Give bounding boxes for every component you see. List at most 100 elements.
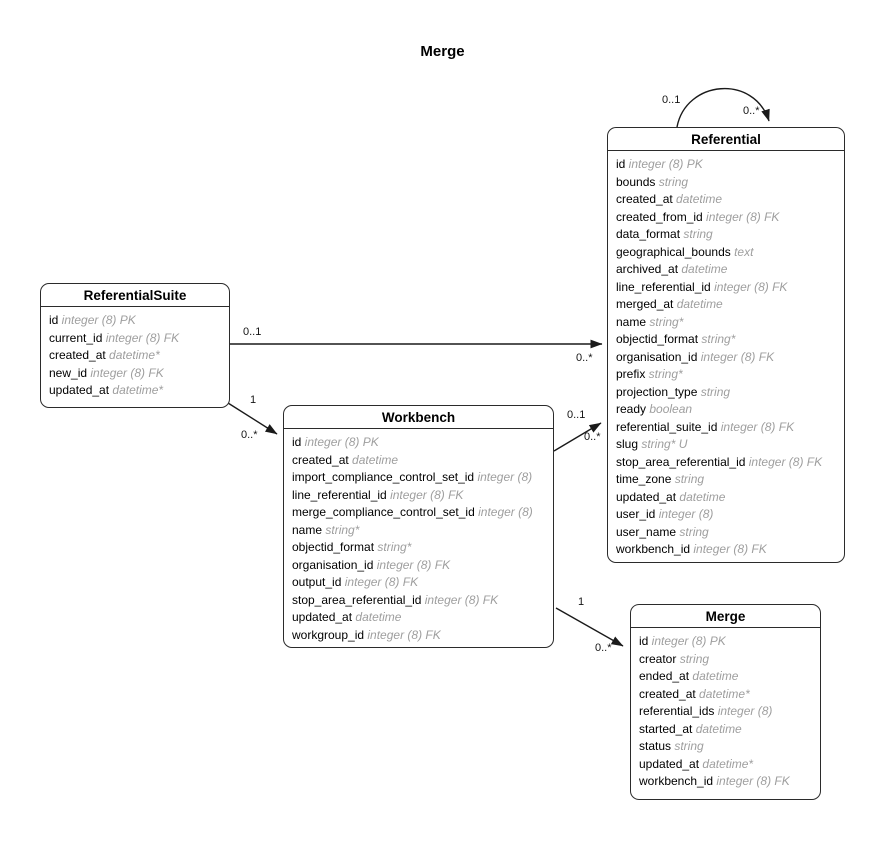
field-row: created_at datetime*	[49, 347, 221, 365]
field-row: id integer (8) PK	[292, 434, 545, 452]
field-row: organisation_id integer (8) FK	[292, 557, 545, 575]
field-type: datetime	[676, 489, 726, 504]
field-type: integer (8)	[655, 507, 714, 521]
cardinality-label: 0..1	[662, 94, 681, 106]
field-row: status string	[639, 738, 812, 756]
field-row: stop_area_referential_id integer (8) FK	[292, 592, 545, 610]
field-row: referential_ids integer (8)	[639, 703, 812, 721]
field-type: datetime*	[109, 383, 164, 397]
field-type: datetime*	[695, 686, 750, 701]
field-type: string*	[374, 540, 412, 554]
field-name: created_at	[292, 452, 349, 467]
field-name: referential_suite_id	[616, 419, 718, 434]
field-row: output_id integer (8) FK	[292, 574, 545, 592]
cardinality-label: 0..*	[595, 642, 612, 654]
field-row: projection_type string	[616, 384, 836, 402]
field-name: user_name	[616, 524, 677, 539]
field-name: ready	[616, 402, 647, 416]
field-name: id	[292, 435, 302, 449]
field-row: referential_suite_id integer (8) FK	[616, 419, 836, 437]
field-row: created_at datetime	[616, 191, 836, 209]
field-type: integer (8) FK	[386, 487, 464, 502]
field-name: updated_at	[292, 610, 353, 624]
field-row: ready boolean	[616, 401, 836, 419]
field-type: integer (8) FK	[87, 365, 164, 380]
field-name: line_referential_id	[616, 279, 711, 294]
field-name: workgroup_id	[292, 627, 365, 642]
field-name: objectid_format	[616, 332, 699, 346]
field-name: user_id	[616, 507, 656, 521]
entity-title: Referential	[608, 128, 844, 151]
field-name: id	[49, 313, 59, 327]
field-row: workgroup_id integer (8) FK	[292, 627, 545, 645]
field-row: slug string* U	[616, 436, 836, 454]
field-row: line_referential_id integer (8) FK	[616, 279, 836, 297]
field-name: merged_at	[616, 297, 674, 311]
field-name: stop_area_referential_id	[292, 592, 422, 607]
field-name: workbench_id	[616, 542, 691, 556]
field-name: prefix	[616, 367, 646, 381]
field-row: objectid_format string*	[292, 539, 545, 557]
field-name: id	[639, 634, 649, 648]
field-name: updated_at	[49, 383, 110, 397]
field-name: creator	[639, 651, 677, 666]
field-row: import_compliance_control_set_id integer…	[292, 469, 545, 487]
field-name: id	[616, 157, 626, 171]
field-row: id integer (8) PK	[49, 312, 221, 330]
field-row: bounds string	[616, 174, 836, 192]
cardinality-label: 0..*	[576, 352, 593, 364]
field-row: ended_at datetime	[639, 668, 812, 686]
field-name: archived_at	[616, 262, 679, 276]
field-name: referential_ids	[639, 704, 715, 718]
field-row: merge_compliance_control_set_id integer …	[292, 504, 545, 522]
field-type: datetime	[352, 610, 402, 624]
field-row: line_referential_id integer (8) FK	[292, 487, 545, 505]
field-row: data_format string	[616, 226, 836, 244]
field-name: projection_type	[616, 384, 698, 399]
field-type: datetime	[673, 297, 723, 311]
field-row: created_from_id integer (8) FK	[616, 209, 836, 227]
field-name: data_format	[616, 227, 681, 241]
field-row: merged_at datetime	[616, 296, 836, 314]
field-row: objectid_format string*	[616, 331, 836, 349]
field-name: line_referential_id	[292, 487, 387, 502]
field-row: time_zone string	[616, 471, 836, 489]
field-type: datetime	[348, 452, 399, 467]
field-name: objectid_format	[292, 540, 375, 554]
field-name: ended_at	[639, 669, 690, 683]
field-name: organisation_id	[616, 349, 698, 364]
field-row: updated_at datetime	[292, 609, 545, 627]
cardinality-label: 0..*	[584, 431, 601, 443]
field-name: current_id	[49, 330, 103, 345]
field-type: string	[671, 472, 705, 486]
field-name: updated_at	[616, 489, 677, 504]
field-name: slug	[616, 437, 639, 451]
field-type: integer (8)	[474, 470, 533, 484]
field-row: name string*	[616, 314, 836, 332]
field-type: datetime	[692, 721, 742, 736]
field-name: time_zone	[616, 472, 672, 486]
field-type: integer (8) FK	[702, 209, 780, 224]
field-type: string*	[645, 367, 683, 381]
cardinality-label: 0..1	[243, 326, 262, 338]
field-type: integer (8) PK	[301, 435, 379, 449]
field-type: integer (8) FK	[364, 627, 441, 642]
field-name: updated_at	[639, 756, 700, 771]
field-type: datetime	[689, 669, 739, 683]
cardinality-label: 1	[578, 596, 585, 608]
field-type: string	[671, 739, 704, 753]
field-row: updated_at datetime*	[49, 382, 221, 400]
field-name: merge_compliance_control_set_id	[292, 505, 475, 519]
field-type: string*	[322, 522, 360, 537]
field-type: integer (8) FK	[421, 592, 499, 607]
field-row: organisation_id integer (8) FK	[616, 349, 836, 367]
field-row: prefix string*	[616, 366, 836, 384]
field-type: integer (8)	[474, 505, 533, 519]
entity-title: ReferentialSuite	[41, 284, 229, 307]
